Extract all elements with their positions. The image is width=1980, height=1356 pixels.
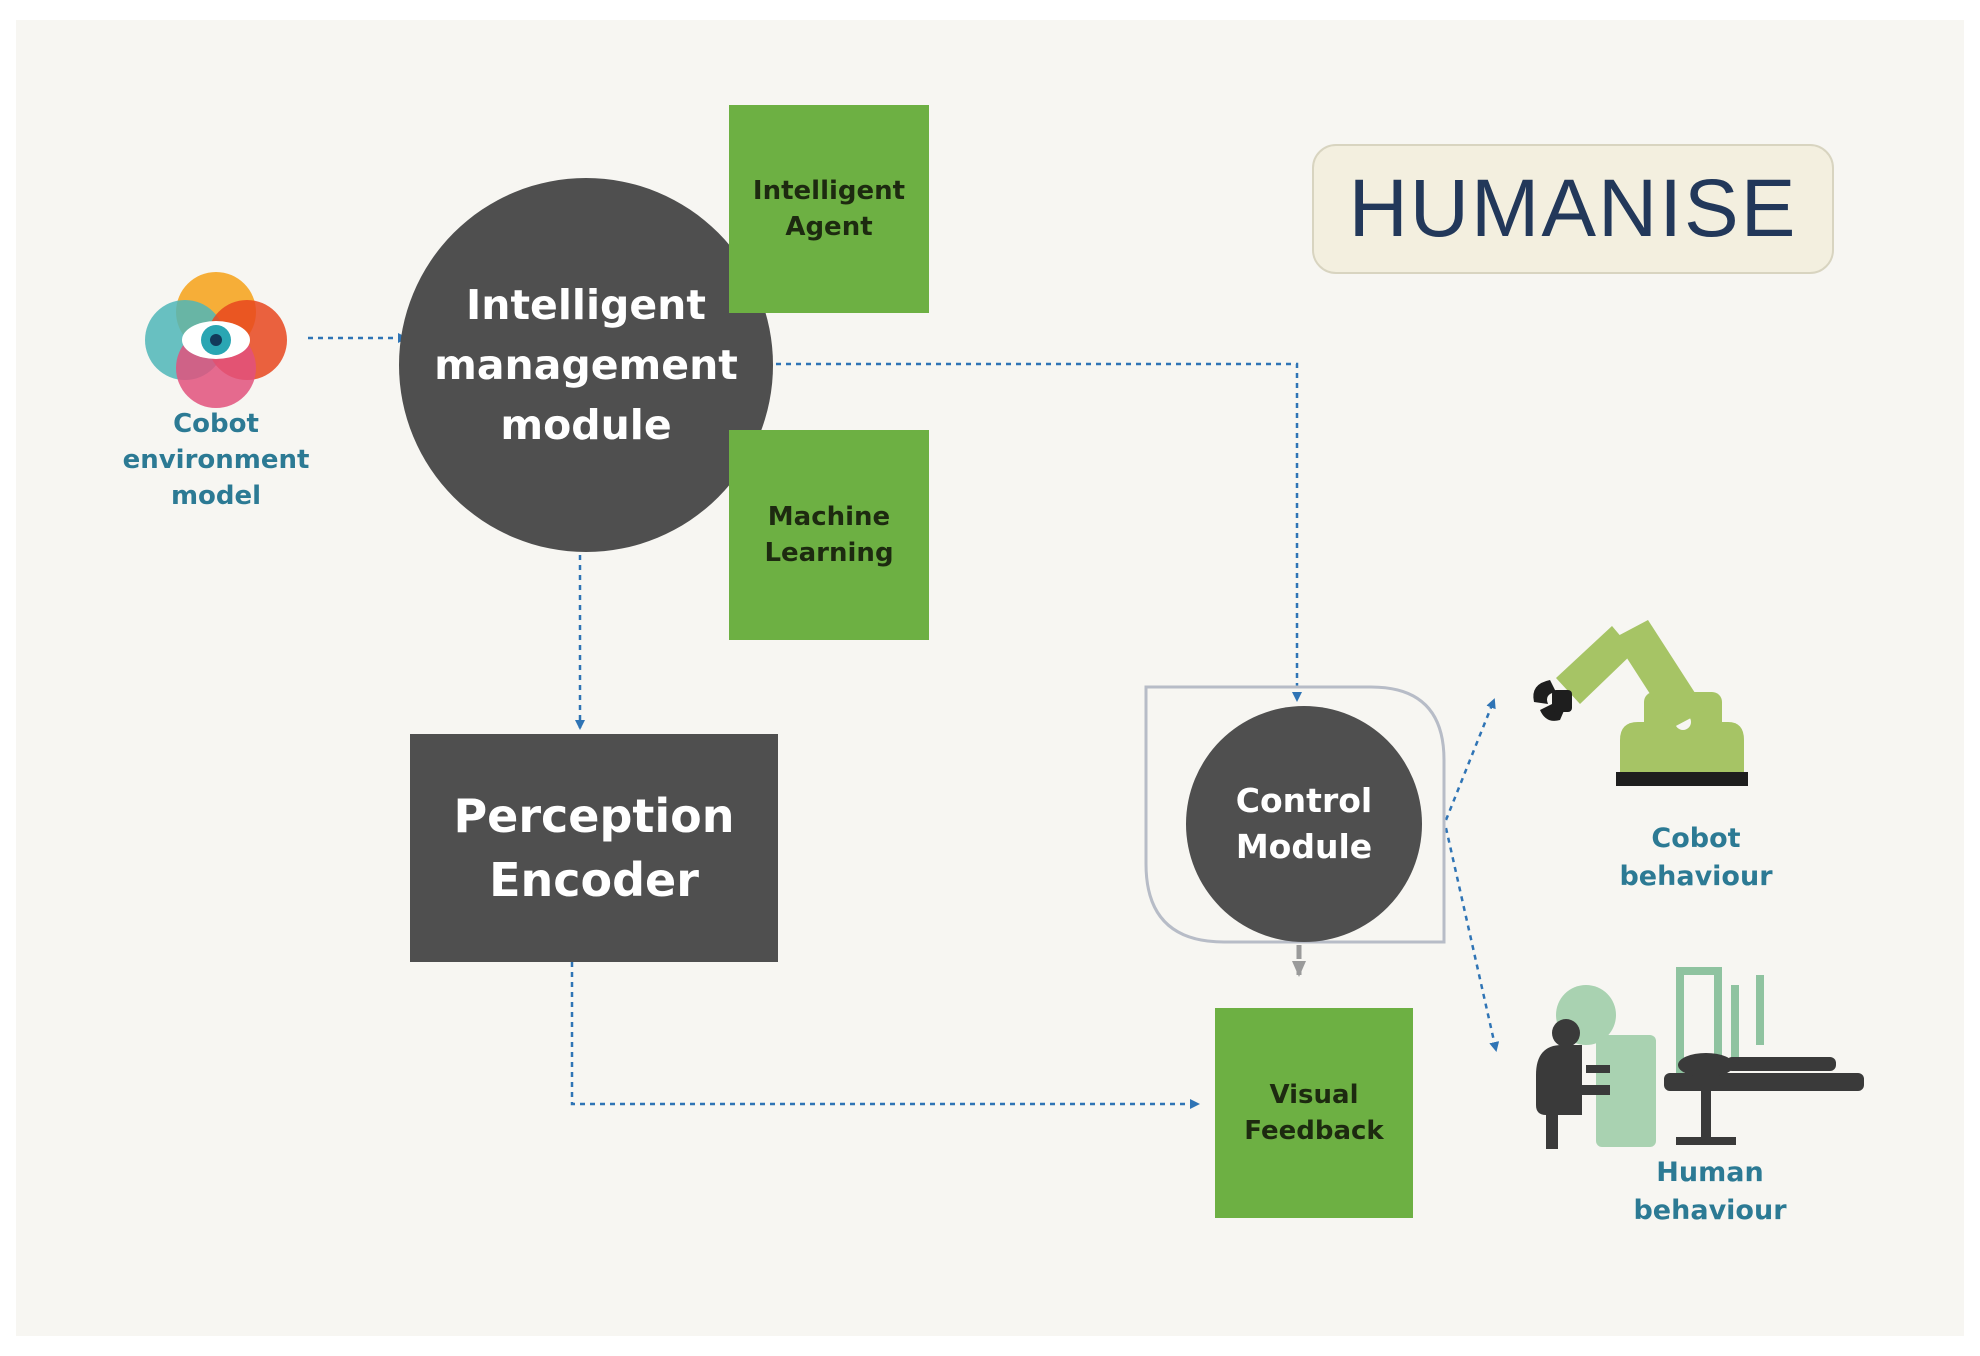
humanise-title: HUMANISE <box>1312 144 1834 274</box>
diagram-canvas: Cobot environment model Intelligent mana… <box>16 20 1964 1336</box>
edge-management-to-control <box>776 362 1302 702</box>
human-operator-icon <box>1536 967 1864 1149</box>
edge-control-to-cobot <box>1444 698 1496 821</box>
robot-arm-icon <box>1533 620 1748 786</box>
connectors-layer <box>308 333 1500 1109</box>
cobot-environment-model-label: Cobot environment model <box>122 409 310 511</box>
perception-encoder-box: Perception Encoder <box>410 734 778 962</box>
intelligent-management-module: Intelligent management module <box>399 178 773 552</box>
edge-control-to-human <box>1444 827 1500 1052</box>
control-module-frame <box>1144 685 1446 944</box>
machine-learning-box: Machine Learning <box>729 430 929 640</box>
edge-perception-to-feedback <box>570 952 1200 1109</box>
eye-venn-icon <box>145 272 287 408</box>
human-behaviour-label: Human behaviour <box>1633 1157 1787 1226</box>
visual-feedback-box: Visual Feedback <box>1215 1008 1413 1218</box>
control-module: Control Module <box>1186 706 1422 942</box>
intelligent-agent-box: Intelligent Agent <box>729 105 929 313</box>
cobot-behaviour-label: Cobot behaviour <box>1619 823 1773 892</box>
